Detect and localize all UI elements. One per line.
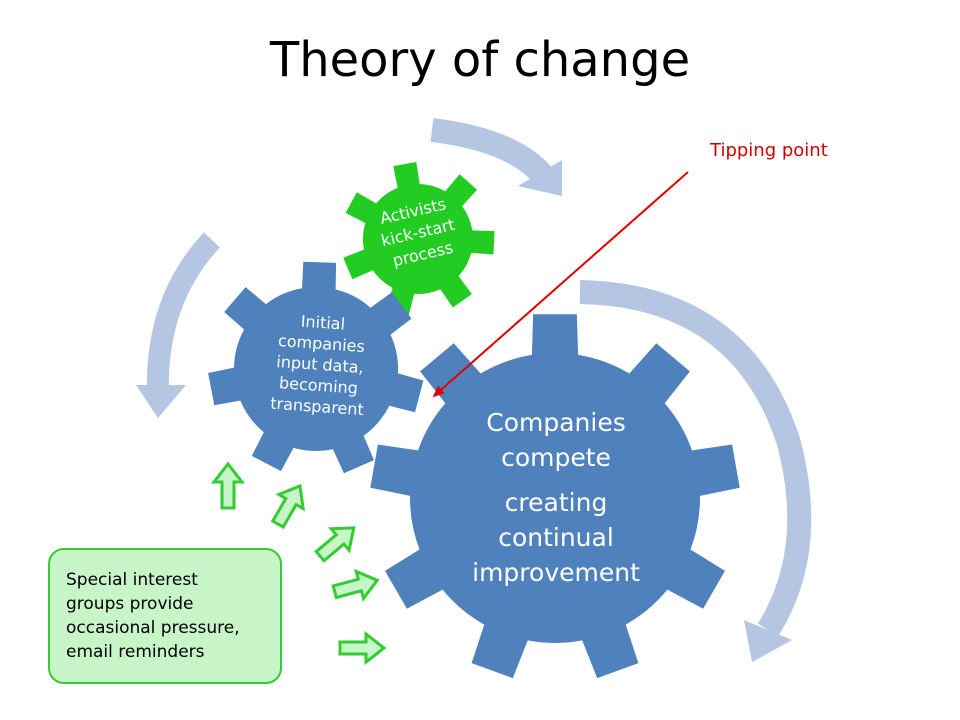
initial-companies-gear <box>208 261 424 474</box>
cycle-arrow-left <box>136 232 221 418</box>
pressure-arrow <box>314 526 356 563</box>
pressure-arrow <box>338 630 387 666</box>
activists-gear <box>343 162 495 316</box>
cycle-arrow-top <box>430 118 562 196</box>
pressure-arrows <box>210 461 387 666</box>
tipping-point-label: Tipping point <box>710 140 828 161</box>
companies-compete-gear <box>370 314 740 679</box>
slide-title: Theory of change <box>269 32 691 88</box>
special-interest-box: Special interest groups provide occasion… <box>48 548 282 684</box>
pressure-arrow <box>270 483 306 530</box>
initial-gear-label: Initial companies input data, becoming t… <box>269 311 366 420</box>
pressure-arrow <box>210 461 246 510</box>
tipping-point-arrow <box>432 171 689 398</box>
cycle-arrow-right <box>579 280 812 662</box>
pressure-arrow <box>331 568 380 602</box>
main-gear-label: Companies compete creating continual imp… <box>472 408 640 587</box>
